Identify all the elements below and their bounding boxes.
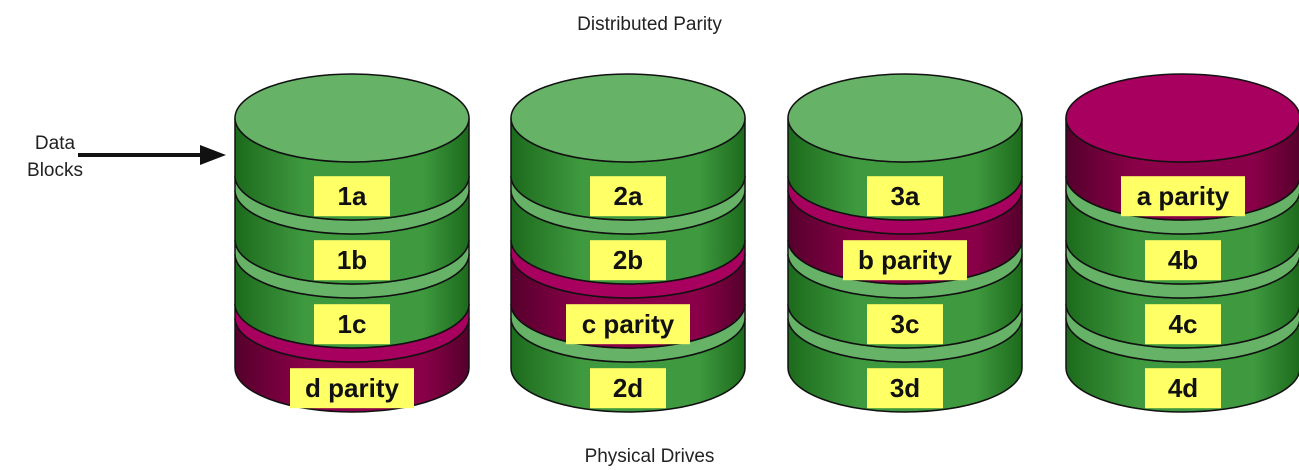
block-label-bg	[1145, 240, 1221, 281]
side-label-line1: Data	[34, 133, 76, 154]
block-label: 4d	[1168, 373, 1198, 403]
block-label: 2b	[613, 245, 643, 275]
block-label-bg	[867, 304, 943, 345]
block-label: c parity	[582, 309, 675, 339]
drive-top	[787, 73, 1023, 163]
block-label: 1c	[338, 309, 367, 339]
block-label-bg	[590, 240, 666, 281]
block-label-bg	[590, 176, 666, 217]
block-label: b parity	[858, 245, 952, 275]
block-label: 1b	[337, 245, 367, 275]
block-label: d parity	[305, 373, 399, 403]
block-label-bg	[1121, 176, 1245, 217]
block-label: 2d	[613, 373, 643, 403]
drive-3: 3d 3c b parity 3a	[787, 73, 1023, 413]
block-label-bg	[314, 304, 390, 345]
block-label: 4c	[1169, 309, 1198, 339]
block-label: 3a	[891, 181, 920, 211]
block-label-bg	[314, 176, 390, 217]
drive-top	[1065, 73, 1299, 163]
side-label-line2: Blocks	[27, 160, 83, 181]
block-label: 3d	[890, 373, 920, 403]
block-label-bg	[867, 368, 943, 409]
block-label: 3c	[891, 309, 920, 339]
pointer-arrow	[78, 145, 226, 165]
drive-top	[234, 73, 470, 163]
block-label: 4b	[1168, 245, 1198, 275]
block-label-bg	[1145, 304, 1221, 345]
block-label: a parity	[1137, 181, 1230, 211]
block-label-bg	[566, 304, 690, 345]
block-label: 2a	[614, 181, 643, 211]
drive-1: d parity 1c 1b 1a	[234, 73, 470, 413]
diagram-title: Distributed Parity	[577, 14, 722, 35]
block-label-bg	[843, 240, 967, 281]
drive-top	[510, 73, 746, 163]
drive-4: 4d 4c 4b a parity	[1065, 73, 1299, 413]
block-label-bg	[290, 368, 414, 409]
block-label: 1a	[338, 181, 367, 211]
drive-2: 2d c parity 2b 2a	[510, 73, 746, 413]
block-label-bg	[314, 240, 390, 281]
block-label-bg	[1145, 368, 1221, 409]
diagram-footer: Physical Drives	[584, 446, 715, 467]
block-label-bg	[867, 176, 943, 217]
block-label-bg	[590, 368, 666, 409]
